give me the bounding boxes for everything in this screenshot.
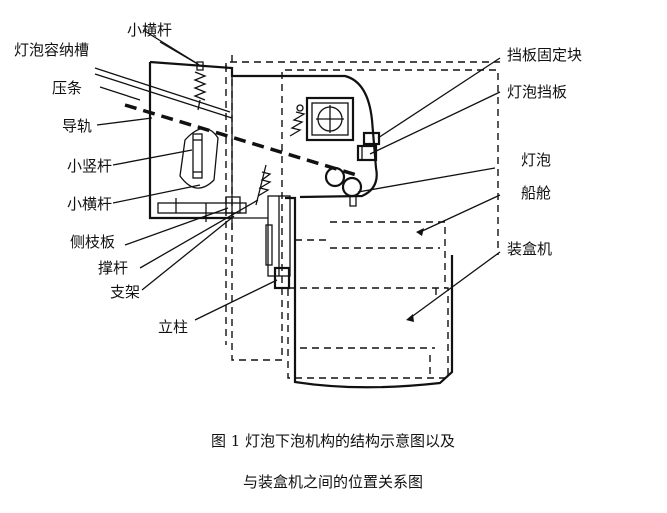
label-lamp-slot: 灯泡容纳槽 xyxy=(14,41,89,59)
label-guide-rail: 导轨 xyxy=(62,117,92,135)
guide-rail xyxy=(124,103,361,178)
label-small-crossbar-left: 小横杆 xyxy=(67,195,112,213)
rail-spring xyxy=(289,104,306,137)
label-side-branch-plate: 侧枝板 xyxy=(70,233,115,251)
label-small-crossbar-top: 小横杆 xyxy=(127,21,172,39)
baffle-fix-block xyxy=(362,131,381,146)
lamp-baffle-part xyxy=(356,144,378,162)
column-part xyxy=(265,195,291,290)
bracket-part xyxy=(150,213,268,230)
label-baffle-fix-block: 挡板固定块 xyxy=(507,46,582,64)
label-boat-cabin: 船舱 xyxy=(521,184,551,202)
leader-lines xyxy=(96,29,501,322)
caption-line-1: 图 1 灯泡下泡机构的结构示意图以及 xyxy=(211,432,455,450)
label-small-vertical-bar: 小竖杆 xyxy=(67,157,112,175)
side-branch-plate xyxy=(157,196,247,222)
motor-box xyxy=(305,96,355,142)
label-bracket: 支架 xyxy=(110,283,140,301)
label-boxing-machine: 装盒机 xyxy=(507,240,552,258)
boxing-machine-outline xyxy=(225,55,500,379)
label-column: 立柱 xyxy=(158,318,188,336)
lamp-bulbs xyxy=(324,166,363,207)
stay-bar xyxy=(255,164,272,206)
press-bar xyxy=(94,67,231,113)
caption-line-2: 与装盒机之间的位置关系图 xyxy=(243,473,423,491)
small-vertical-bar xyxy=(179,127,219,189)
label-press-bar: 压条 xyxy=(52,79,82,97)
label-lamp: 灯泡 xyxy=(521,151,551,169)
top-small-crossbar xyxy=(193,61,207,111)
label-stay-bar: 撑杆 xyxy=(98,259,128,277)
label-lamp-baffle: 灯泡挡板 xyxy=(507,83,567,101)
